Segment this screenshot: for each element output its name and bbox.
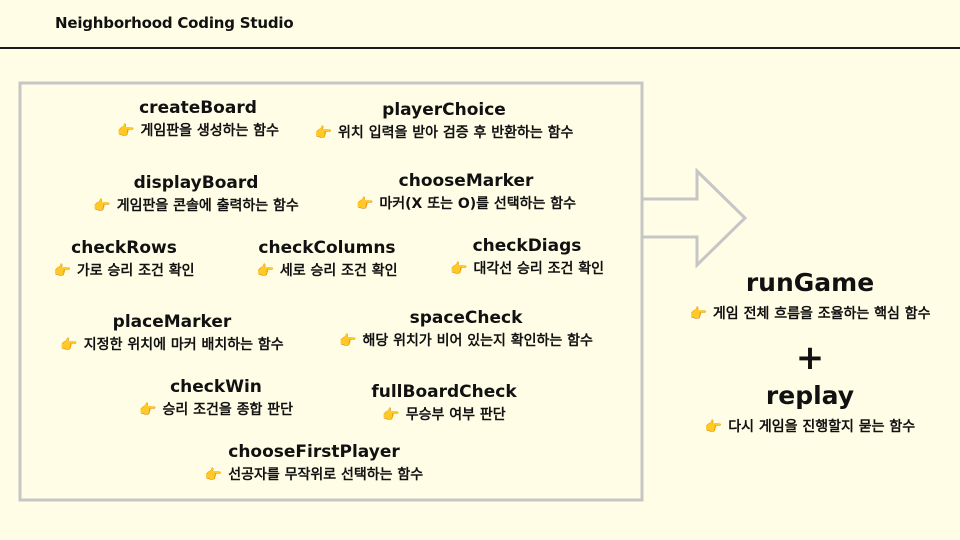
function-name: fullBoardCheck — [371, 382, 517, 402]
studio-name: Neighborhood Coding Studio — [55, 14, 294, 32]
pointing-hand-icon: 👉 — [450, 261, 468, 277]
function-name: replay — [765, 381, 855, 410]
pointing-hand-icon: 👉 — [204, 467, 223, 483]
function-replay: replay 👉 다시 게임을 진행할지 묻는 함수 — [705, 381, 915, 437]
pointing-hand-icon: 👉 — [382, 407, 400, 423]
function-name: createBoard — [139, 98, 257, 118]
function-checkDiags: checkDiags 👉 대각선 승리 조건 확인 — [450, 235, 604, 279]
function-desc: 가로 승리 조건 확인 — [76, 263, 195, 279]
function-chooseFirstPlayer: chooseFirstPlayer 👉 선공자를 무작위로 선택하는 함수 — [205, 441, 423, 485]
function-desc: 대각선 승리 조건 확인 — [473, 261, 604, 277]
function-name: placeMarker — [112, 312, 232, 332]
function-displayBoard: displayBoard 👉 게임판을 콘솔에 출력하는 함수 — [93, 172, 299, 216]
pointing-hand-icon: 👉 — [117, 123, 135, 139]
function-desc: 게임판을 생성하는 함수 — [140, 123, 279, 139]
pointing-hand-icon: 👉 — [314, 125, 333, 141]
function-placeMarker: placeMarker 👉 지정한 위치에 마커 배치하는 함수 — [60, 311, 283, 355]
function-desc: 마커(X 또는 O)를 선택하는 함수 — [379, 196, 577, 212]
pointing-hand-icon: 👉 — [93, 198, 111, 214]
function-checkRows: checkRows 👉 가로 승리 조건 확인 — [53, 237, 194, 281]
function-desc: 위치 입력을 받아 검증 후 반환하는 함수 — [338, 125, 574, 141]
pointing-hand-icon: 👉 — [139, 402, 157, 418]
function-desc: 세로 승리 조건 확인 — [279, 263, 398, 279]
pointing-hand-icon: 👉 — [339, 333, 357, 349]
function-chooseMarker: chooseMarker 👉 마커(X 또는 O)를 선택하는 함수 — [356, 170, 576, 214]
pointing-hand-icon: 👉 — [60, 337, 78, 353]
function-playerChoice: playerChoice 👉 위치 입력을 받아 검증 후 반환하는 함수 — [315, 99, 574, 143]
function-checkColumns: checkColumns 👉 세로 승리 조건 확인 — [256, 237, 397, 281]
function-desc: 게임판을 콘솔에 출력하는 함수 — [116, 198, 299, 214]
function-checkWin: checkWin 👉 승리 조건을 종합 판단 — [139, 376, 293, 420]
function-desc: 다시 게임을 진행할지 묻는 함수 — [728, 419, 916, 435]
functions-box — [18, 81, 644, 502]
function-name: checkRows — [71, 238, 177, 258]
function-desc: 선공자를 무작위로 선택하는 함수 — [228, 467, 424, 483]
header-divider — [0, 47, 960, 49]
pointing-hand-icon: 👉 — [355, 196, 374, 212]
function-runGame: runGame 👉 게임 전체 흐름을 조율하는 핵심 함수 — [689, 268, 930, 324]
function-name: checkWin — [170, 377, 262, 397]
function-name: displayBoard — [133, 173, 259, 193]
function-createBoard: createBoard 👉 게임판을 생성하는 함수 — [117, 97, 279, 141]
function-name: chooseMarker — [398, 171, 534, 191]
pointing-hand-icon: 👉 — [689, 306, 707, 322]
function-name: playerChoice — [382, 100, 506, 120]
function-desc: 지정한 위치에 마커 배치하는 함수 — [83, 337, 284, 353]
plus-sign: + — [795, 338, 825, 378]
function-name: runGame — [745, 268, 875, 297]
function-desc: 무승부 여부 판단 — [405, 407, 506, 423]
function-fullBoardCheck: fullBoardCheck 👉 무승부 여부 판단 — [371, 381, 516, 425]
function-name: chooseFirstPlayer — [228, 442, 400, 462]
function-spaceCheck: spaceCheck 👉 해당 위치가 비어 있는지 확인하는 함수 — [339, 307, 593, 351]
pointing-hand-icon: 👉 — [53, 263, 71, 279]
function-desc: 승리 조건을 종합 판단 — [162, 402, 293, 418]
flow-arrow — [640, 167, 748, 269]
function-desc: 해당 위치가 비어 있는지 확인하는 함수 — [362, 333, 593, 349]
pointing-hand-icon: 👉 — [704, 419, 723, 435]
function-desc: 게임 전체 흐름을 조율하는 핵심 함수 — [712, 306, 931, 322]
function-name: checkDiags — [472, 236, 582, 256]
function-name: spaceCheck — [409, 308, 523, 328]
pointing-hand-icon: 👉 — [256, 263, 274, 279]
function-name: checkColumns — [258, 238, 396, 258]
